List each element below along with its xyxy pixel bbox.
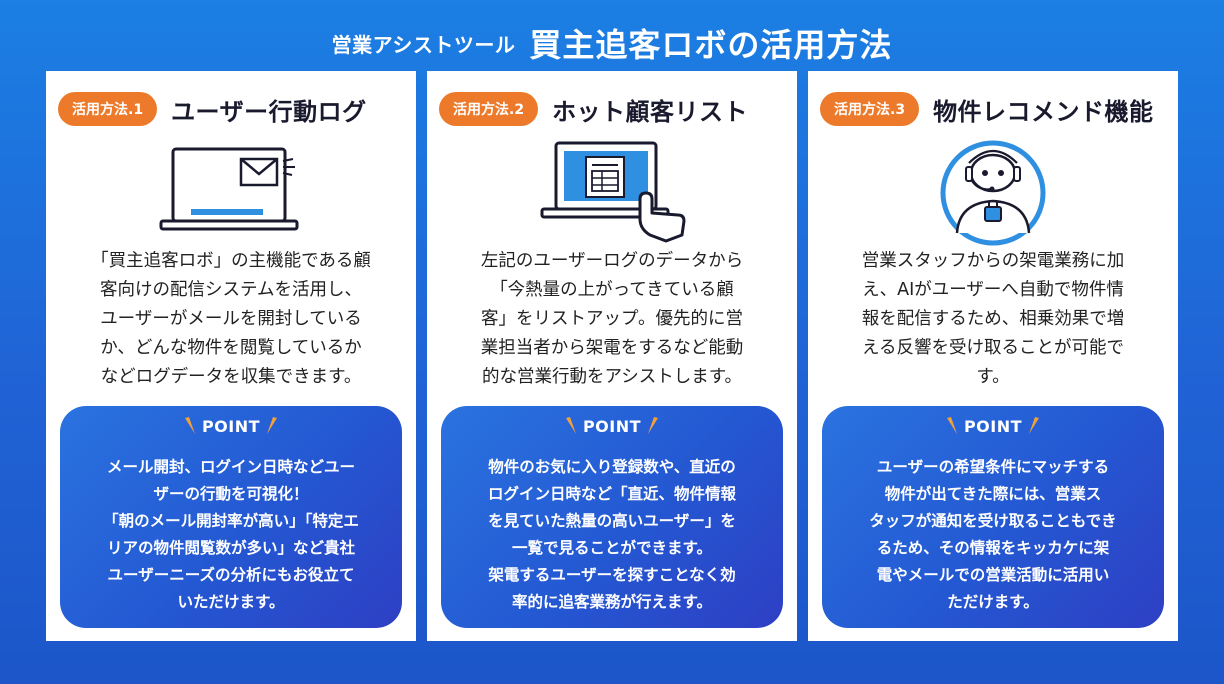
point-line: 電やメールでの営業活動に活用い (876, 566, 1110, 584)
point-line: 一覧で見ることができます。 (512, 539, 712, 557)
point-line: ザーの行動を可視化！ (153, 485, 309, 503)
robot-headset-icon (808, 137, 1178, 249)
card-header: 活用方法.3 物件レコメンド機能 (820, 91, 1170, 127)
desc-line: える反響を受け取ることが可能で (862, 338, 1124, 358)
card-header: 活用方法.2 ホット顧客リスト (439, 91, 789, 127)
point-line: 物件が出てきた際には、営業ス (884, 485, 1102, 503)
desc-line: 「買主追客ロボ」の主機能である顧 (91, 251, 371, 271)
laptop-mail-icon (46, 137, 416, 249)
point-line: リアの物件閲覧数が多い」など貴社 (106, 539, 355, 557)
point-line: るため、その情報をキッカケに架 (876, 539, 1110, 557)
card-hot-customer-list: 活用方法.2 ホット顧客リスト 左記のユーザーログのデータから 「今熱量の上がっ… (427, 71, 797, 641)
point-line: 物件のお気に入り登録数や、直近の (488, 458, 736, 476)
point-header: POINT (60, 416, 402, 436)
card-description: 左記のユーザーログのデータから 「今熱量の上がってきている顧 客」をリストアップ… (441, 247, 783, 397)
spark-right-icon (1029, 417, 1040, 434)
point-line: ユーザーの希望条件にマッチする (876, 458, 1110, 476)
point-line: タッフが通知を受け取ることもでき (869, 512, 1117, 530)
desc-line: ユーザーがメールを開封している (100, 309, 362, 329)
method-tag: 活用方法.1 (58, 92, 158, 126)
card-title: ホット顧客リスト (552, 97, 749, 126)
card-title: ユーザー行動ログ (171, 97, 367, 126)
card-property-recommend: 活用方法.3 物件レコメンド機能 営業スタッフからの架電業務に加 え、AIがユー… (808, 71, 1178, 641)
desc-line: え、AIがユーザーへ自動で物件情 (862, 280, 1124, 300)
point-text: メール開封、ログイン日時などユー ザーの行動を可視化！ 「朝のメール開封率が高い… (68, 454, 394, 616)
point-line: ログイン日時など「直近、物件情報 (487, 485, 736, 503)
spark-left-icon (184, 417, 195, 434)
desc-line: 左記のユーザーログのデータから (480, 251, 744, 271)
point-line: 架電するユーザーを探すことなく効 (488, 566, 736, 584)
spark-left-icon (946, 417, 957, 434)
desc-line: 的な営業行動をアシストします。 (481, 367, 743, 387)
point-box: POINT ユーザーの希望条件にマッチする 物件が出てきた際には、営業ス タッフ… (822, 406, 1164, 628)
point-label: POINT (201, 416, 261, 436)
spark-right-icon (648, 417, 659, 434)
method-tag: 活用方法.2 (439, 92, 539, 126)
card-description: 営業スタッフからの架電業務に加 え、AIがユーザーへ自動で物件情 報を配信するた… (822, 247, 1164, 397)
method-tag: 活用方法.3 (820, 92, 920, 126)
point-text: ユーザーの希望条件にマッチする 物件が出てきた際には、営業ス タッフが通知を受け… (830, 454, 1156, 616)
spark-left-icon (565, 417, 576, 434)
point-header: POINT (441, 416, 783, 436)
point-box: POINT メール開封、ログイン日時などユー ザーの行動を可視化！ 「朝のメール… (60, 406, 402, 628)
laptop-list-touch-icon (427, 137, 797, 249)
point-line: いただけます。 (177, 593, 285, 611)
desc-line: などログデータを収集できます。 (100, 367, 362, 387)
desc-line: 「今熱量の上がってきている顧 (490, 280, 734, 300)
point-line: メール開封、ログイン日時などユー (106, 458, 355, 476)
card-user-behavior-log: 活用方法.1 ユーザー行動ログ 「買主追客ロボ」の主機能である顧 客向けの配信シ… (46, 71, 416, 641)
card-header: 活用方法.1 ユーザー行動ログ (58, 91, 408, 127)
desc-line: 業担当者から架電をするなど能動 (480, 338, 744, 358)
point-box: POINT 物件のお気に入り登録数や、直近の ログイン日時など「直近、物件情報 … (441, 406, 783, 628)
point-label: POINT (582, 416, 642, 436)
point-header: POINT (822, 416, 1164, 436)
desc-line: 客」をリストアップ。優先的に営 (481, 309, 743, 329)
point-text: 物件のお気に入り登録数や、直近の ログイン日時など「直近、物件情報 を見ていた熱… (449, 454, 775, 616)
point-line: ユーザーニーズの分析にもお役立て (107, 566, 355, 584)
point-label: POINT (963, 416, 1023, 436)
page-header: 営業アシストツール 買主追客ロボの活用方法 (0, 14, 1224, 66)
point-line: を見ていた熱量の高いユーザー」を (488, 512, 736, 530)
spark-right-icon (267, 417, 278, 434)
point-line: 「朝のメール開封率が高い」「特定エ (103, 512, 359, 530)
desc-line: 営業スタッフからの架電業務に加 (861, 251, 1125, 271)
point-line: 率的に追客業務が行えます。 (512, 593, 712, 611)
desc-line: 客向けの配信システムを活用し、 (100, 280, 362, 300)
point-line: ただけます。 (947, 593, 1039, 611)
card-description: 「買主追客ロボ」の主機能である顧 客向けの配信システムを活用し、 ユーザーがメー… (60, 247, 402, 397)
desc-line: す。 (976, 367, 1010, 387)
page-title: 買主追客ロボの活用方法 (529, 26, 893, 64)
page-subtitle: 営業アシストツール (331, 33, 516, 57)
card-title: 物件レコメンド機能 (933, 97, 1154, 126)
desc-line: 報を配信するため、相乗効果で増 (861, 309, 1125, 329)
desc-line: か、どんな物件を閲覧しているか (100, 338, 362, 358)
